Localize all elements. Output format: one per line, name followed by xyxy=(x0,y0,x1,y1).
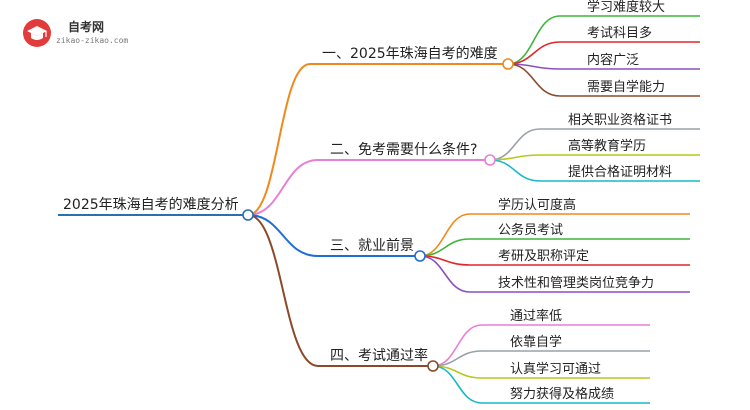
branch-label-1: 一、2025年珠海自考的难度 xyxy=(322,46,498,62)
leaf-connector-3-2 xyxy=(419,238,471,257)
leaf-label-2-2: 高等教育学历 xyxy=(568,138,646,154)
branch-node-4 xyxy=(427,360,439,372)
branch-label-3: 三、就业前景 xyxy=(330,237,414,254)
branch-label-4: 四、考试通过率 xyxy=(330,347,428,364)
logo-url: zikao-zikao.com xyxy=(56,36,129,45)
leaf-label-3-2: 公务员考试 xyxy=(498,222,563,238)
branch-node-1 xyxy=(502,58,514,70)
leaf-label-4-3: 认真学习可通过 xyxy=(510,361,601,377)
leaf-connector-2-2 xyxy=(489,154,541,161)
branch-connector-4 xyxy=(247,214,319,367)
leaf-label-1-1: 学习难度较大 xyxy=(587,0,665,15)
leaf-connector-1-1 xyxy=(507,15,561,65)
root-node xyxy=(242,209,254,221)
leaf-label-2-1: 相关职业资格证书 xyxy=(568,112,672,128)
leaf-label-4-4: 努力获得及格成绩 xyxy=(510,386,614,402)
leaf-label-1-2: 考试科目多 xyxy=(587,25,652,41)
leaf-connector-3-4 xyxy=(419,255,471,293)
leaf-label-3-4: 技术性和管理类岗位竞争力 xyxy=(498,275,654,291)
leaf-connector-2-3 xyxy=(489,159,541,182)
graduation-cap-icon xyxy=(23,19,51,47)
leaf-label-1-4: 需要自学能力 xyxy=(587,79,665,95)
branch-connector-1 xyxy=(247,63,311,216)
branch-node-3 xyxy=(414,250,426,262)
leaf-label-2-3: 提供合格证明材料 xyxy=(568,164,672,180)
branch-node-2 xyxy=(484,154,496,166)
branch-connector-2 xyxy=(247,159,319,216)
root-label: 2025年珠海自考的难度分析 xyxy=(63,197,239,213)
site-logo: 自考网 zikao-zikao.com xyxy=(22,16,142,52)
branch-connector-3 xyxy=(247,214,319,257)
leaf-connector-4-1 xyxy=(432,324,483,367)
leaf-label-1-3: 内容广泛 xyxy=(587,52,639,68)
leaf-connector-1-2 xyxy=(507,41,561,65)
leaf-label-3-3: 考研及职称评定 xyxy=(498,249,589,264)
leaf-label-3-1: 学历认可度高 xyxy=(498,197,576,213)
leaf-connector-4-4 xyxy=(432,365,483,404)
branch-label-2: 二、免考需要什么条件? xyxy=(330,141,477,158)
logo-brand: 自考网 xyxy=(68,20,105,34)
leaf-connector-1-4 xyxy=(507,63,561,97)
leaf-label-4-2: 依靠自学 xyxy=(510,334,562,350)
leaf-connector-3-1 xyxy=(419,213,471,257)
leaf-label-4-1: 通过率低 xyxy=(510,308,562,324)
